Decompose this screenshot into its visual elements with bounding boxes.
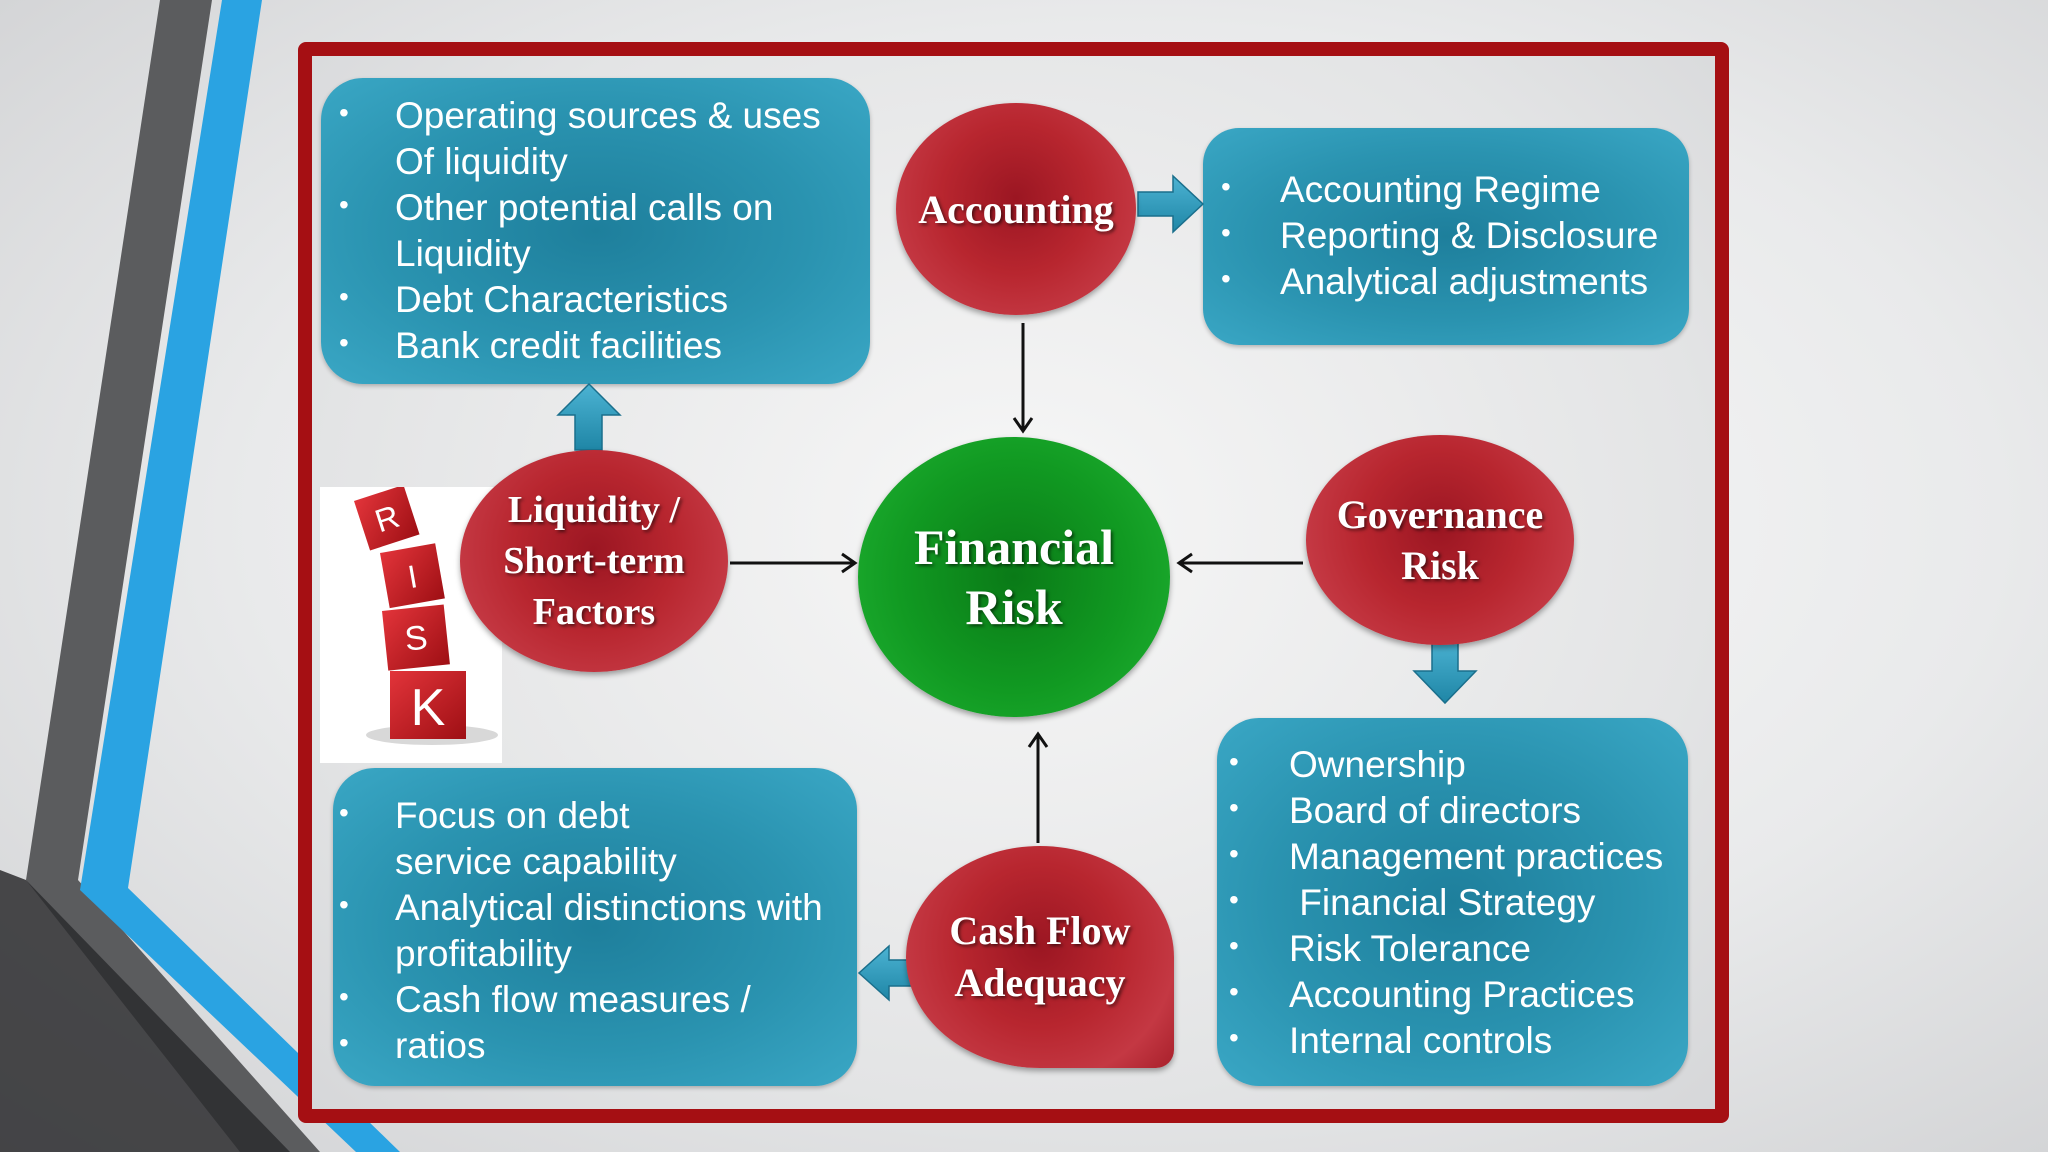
list-item: •Internal controls bbox=[1229, 1020, 1553, 1061]
list-item: • Financial Strategy bbox=[1229, 882, 1596, 923]
list-item: •Reporting & Disclosure bbox=[1221, 215, 1659, 256]
list-item: •Other potential calls on bbox=[339, 187, 774, 228]
dark-corner bbox=[0, 870, 290, 1152]
list-item: •Operating sources & uses bbox=[339, 95, 821, 136]
list-item: •Board of directors bbox=[1229, 790, 1582, 831]
list-item: •ratios bbox=[339, 1025, 486, 1066]
list-item: Of liquidity bbox=[395, 141, 568, 182]
list-item: •Risk Tolerance bbox=[1229, 928, 1531, 969]
blue-stripe bbox=[80, 0, 400, 1152]
governance-list: •Ownership •Board of directors •Manageme… bbox=[1217, 742, 1688, 1064]
list-item: •Accounting Regime bbox=[1221, 169, 1601, 210]
cash-flow-list: •Focus on debt service capability •Analy… bbox=[333, 793, 857, 1069]
accounting-details-box: •Accounting Regime •Reporting & Disclosu… bbox=[1203, 128, 1689, 345]
liquidity-list: •Operating sources & uses Of liquidity •… bbox=[321, 93, 870, 369]
gray-stripe bbox=[26, 0, 320, 1152]
accounting-node: Accounting bbox=[896, 103, 1136, 315]
liquidity-node: Liquidity / Short-term Factors bbox=[460, 450, 728, 672]
risk-dice-image: R I S K bbox=[320, 484, 502, 763]
liquidity-details-box: •Operating sources & uses Of liquidity •… bbox=[321, 78, 870, 384]
die-s: S bbox=[382, 604, 450, 671]
list-item: •Analytical distinctions with bbox=[339, 887, 823, 928]
svg-text:K: K bbox=[411, 679, 446, 737]
governance-node: Governance Risk bbox=[1306, 435, 1574, 645]
list-item: •Accounting Practices bbox=[1229, 974, 1635, 1015]
governance-details-box: •Ownership •Board of directors •Manageme… bbox=[1217, 718, 1688, 1086]
list-item: •Focus on debt bbox=[339, 795, 630, 836]
accounting-list: •Accounting Regime •Reporting & Disclosu… bbox=[1203, 167, 1689, 305]
dice-graphic: R I S K bbox=[354, 484, 498, 745]
list-item: •Cash flow measures / bbox=[339, 979, 751, 1020]
die-r: R bbox=[354, 484, 420, 551]
list-item: profitability bbox=[395, 933, 572, 974]
die-k: K bbox=[390, 671, 466, 739]
cash-flow-node: Cash Flow Adequacy bbox=[906, 846, 1174, 1068]
list-item: service capability bbox=[395, 841, 677, 882]
list-item: •Debt Characteristics bbox=[339, 279, 729, 320]
list-item: •Management practices bbox=[1229, 836, 1664, 877]
list-item: •Ownership bbox=[1229, 744, 1466, 785]
list-item: •Bank credit facilities bbox=[339, 325, 722, 366]
die-i: I bbox=[380, 543, 445, 609]
svg-text:S: S bbox=[403, 619, 430, 659]
list-item: •Analytical adjustments bbox=[1221, 261, 1649, 302]
list-item: Liquidity bbox=[395, 233, 531, 274]
financial-risk-node: Financial Risk bbox=[858, 437, 1170, 717]
cash-flow-details-box: •Focus on debt service capability •Analy… bbox=[333, 768, 857, 1086]
